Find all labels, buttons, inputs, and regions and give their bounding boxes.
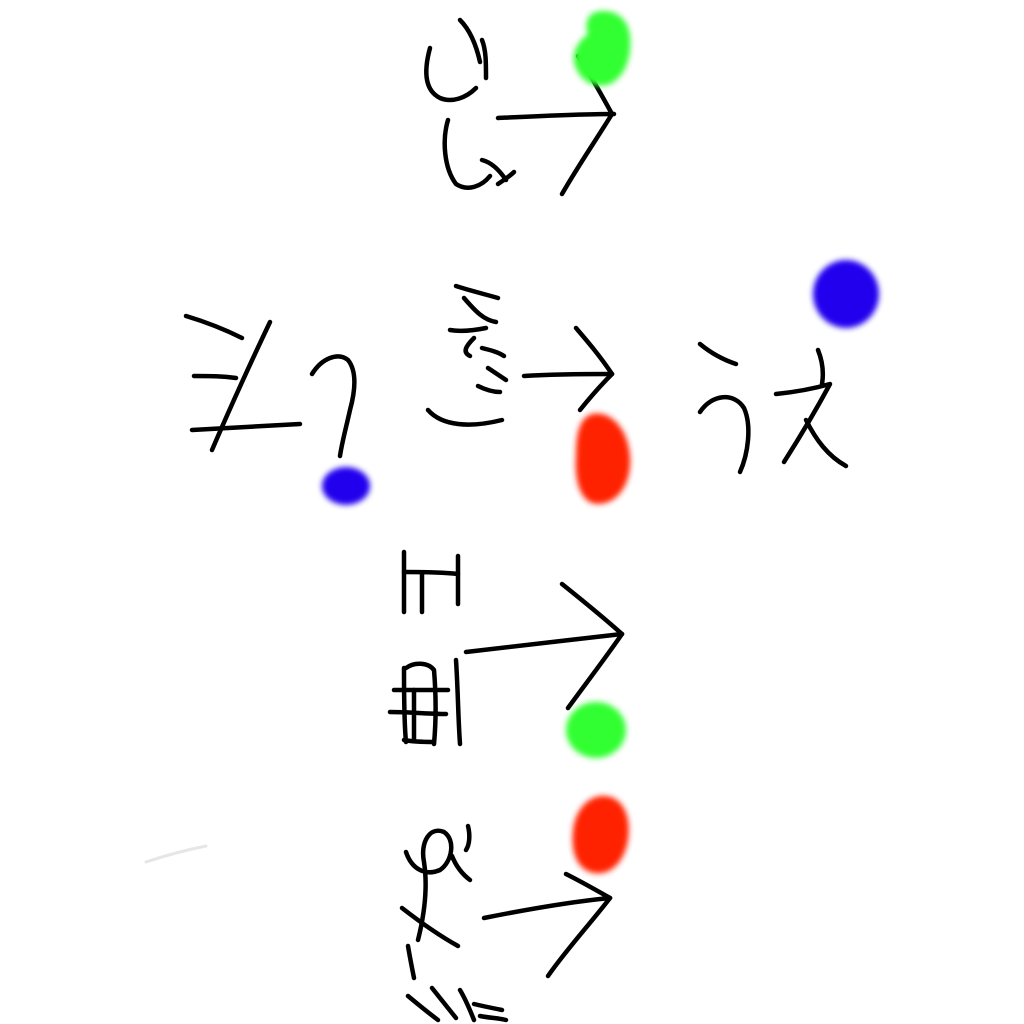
row-3-arrow [463, 581, 625, 711]
row-2-center-glyphs [425, 283, 509, 427]
row-4-red-dot [572, 795, 629, 874]
row-2-blue-dot-large [813, 260, 879, 328]
row-3 [387, 549, 626, 758]
row-2-left-glyphs [183, 313, 357, 459]
row-4-glyphs [399, 823, 509, 1023]
row-3-glyphs [387, 549, 463, 747]
row-4-arrow [481, 871, 613, 979]
row-4 [144, 795, 629, 1023]
row-2: うえ [183, 260, 879, 505]
row-3-green-dot [566, 702, 626, 758]
row-1 [424, 11, 631, 197]
row-2-right-label: うえ [760, 468, 762, 471]
row-2-blue-dot-small [322, 467, 370, 505]
row-4-faint-smudge [144, 844, 208, 864]
row-1-green-dot [573, 11, 631, 86]
row-1-glyphs [424, 17, 517, 190]
row-2-right-text: うえ [697, 341, 849, 475]
row-2-red-dot [575, 413, 631, 504]
row-2-arrow [521, 325, 615, 413]
